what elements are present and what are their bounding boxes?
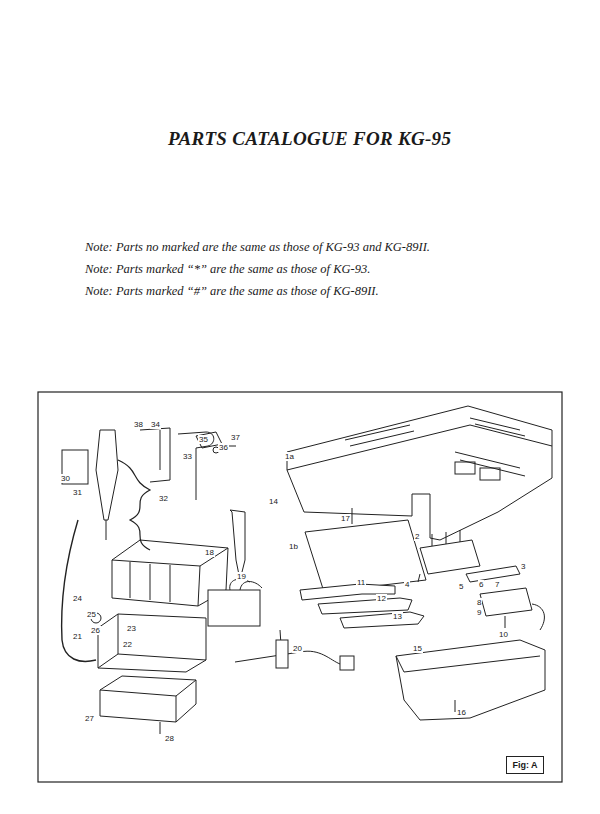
wire [532, 604, 544, 630]
callout-number: 2 [414, 532, 420, 541]
display-window [455, 462, 475, 474]
callout-number: 1a [284, 452, 295, 461]
terminal-block [420, 540, 480, 574]
callout-number: 24 [72, 594, 83, 603]
iron [96, 430, 118, 520]
plug [340, 656, 354, 670]
callout-number: 3 [520, 562, 526, 571]
note-text: Note: Parts marked “#” are the same as t… [85, 284, 379, 299]
screw [505, 616, 506, 628]
stand-base-edge [100, 680, 196, 722]
hook [178, 432, 214, 500]
callout-number: 28 [164, 734, 175, 743]
callout-number: 4 [404, 580, 410, 589]
callout-number: 16 [456, 708, 467, 717]
callout-number: 33 [182, 452, 193, 461]
base [396, 640, 545, 720]
callout-number: 6 [478, 580, 484, 589]
callout-number: 31 [72, 488, 83, 497]
cord-tag [276, 640, 288, 668]
callout-number: 30 [60, 474, 71, 483]
callout-number: 26 [90, 626, 101, 635]
chassis-edge [98, 614, 206, 668]
callout-number: 17 [340, 514, 351, 523]
callout-number: 27 [84, 714, 95, 723]
stand-base [100, 676, 196, 722]
bracket [140, 428, 170, 482]
callout-number: 10 [498, 630, 509, 639]
callout-number: 23 [126, 624, 137, 633]
note-text: Note: Parts marked “*” are the same as t… [85, 262, 370, 277]
callout-number: 9 [476, 608, 482, 617]
switch-block [480, 588, 532, 616]
callout-number: 38 [133, 420, 144, 429]
callout-number: 19 [236, 572, 247, 581]
callout-number: 12 [376, 594, 387, 603]
callout-number: 5 [458, 582, 464, 591]
callout-number: 36 [218, 443, 229, 452]
cover [287, 406, 552, 540]
callout-number: 8 [476, 598, 482, 607]
callout-number: 22 [122, 640, 133, 649]
page-title: PARTS CATALOGUE FOR KG-95 [168, 128, 451, 150]
screw [352, 508, 353, 524]
callout-number: 11 [356, 578, 366, 587]
iron-element [230, 510, 245, 580]
callout-number: 20 [292, 644, 303, 653]
cover-slots [345, 418, 525, 476]
callout-number: 32 [158, 494, 169, 503]
callout-number: 18 [204, 548, 215, 557]
figure-frame [38, 392, 562, 782]
callout-number: 1b [288, 542, 299, 551]
chassis [98, 614, 206, 672]
callout-number: 34 [150, 420, 161, 429]
cover-edge [287, 425, 552, 470]
terminal-pins [432, 530, 460, 546]
coiled-cord [118, 460, 150, 550]
callout-number: 7 [494, 580, 500, 589]
callout-number: 37 [230, 433, 241, 442]
plate [305, 520, 426, 592]
display-window [480, 468, 500, 480]
callout-number: 13 [392, 612, 403, 621]
lever [340, 612, 424, 628]
callout-number: 14 [268, 497, 279, 506]
callout-number: 15 [412, 644, 423, 653]
cable [62, 520, 96, 661]
figure-label-box: Fig: A [506, 756, 544, 774]
callout-number: 35 [198, 435, 209, 444]
figure-label: Fig: A [512, 760, 537, 770]
callout-number: 25 [86, 610, 97, 619]
screw [418, 574, 420, 582]
base-edge [396, 656, 540, 672]
screw [160, 722, 161, 734]
bar [466, 566, 520, 582]
note-text: Note: Parts no marked are the same as th… [85, 240, 430, 255]
coil [208, 590, 260, 626]
callout-number: 21 [72, 632, 83, 641]
iron-tip [106, 520, 107, 540]
